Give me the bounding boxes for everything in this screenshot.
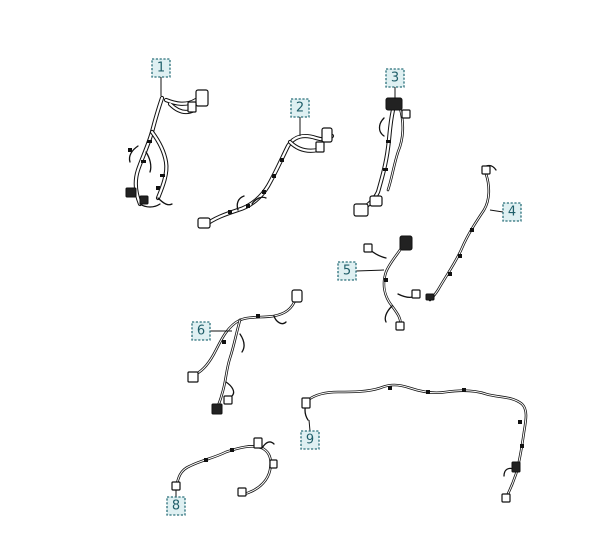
callout-label-9: 9 [306,433,314,448]
callout-9: 9 [300,430,320,450]
harness-9 [301,383,528,503]
callout-5: 5 [337,261,357,281]
callout-label-8: 8 [172,499,180,514]
callout-label-5: 5 [343,264,351,279]
harness-5 [355,235,421,331]
callout-2: 2 [290,98,310,118]
callout-label-2: 2 [296,101,304,116]
harness-6 [187,289,303,415]
callout-label-1: 1 [157,61,165,76]
callout-8: 8 [166,496,186,516]
harness-2 [197,117,335,229]
callout-4: 4 [502,202,522,222]
callout-label-4: 4 [508,205,516,220]
callout-label-6: 6 [197,324,205,339]
harness-4 [425,164,504,302]
harness-1 [125,77,209,208]
callout-1: 1 [151,58,171,78]
harness-8 [171,437,278,497]
callout-label-3: 3 [391,71,399,86]
harness-3 [353,87,411,217]
callout-3: 3 [385,68,405,88]
callout-6: 6 [191,321,211,341]
